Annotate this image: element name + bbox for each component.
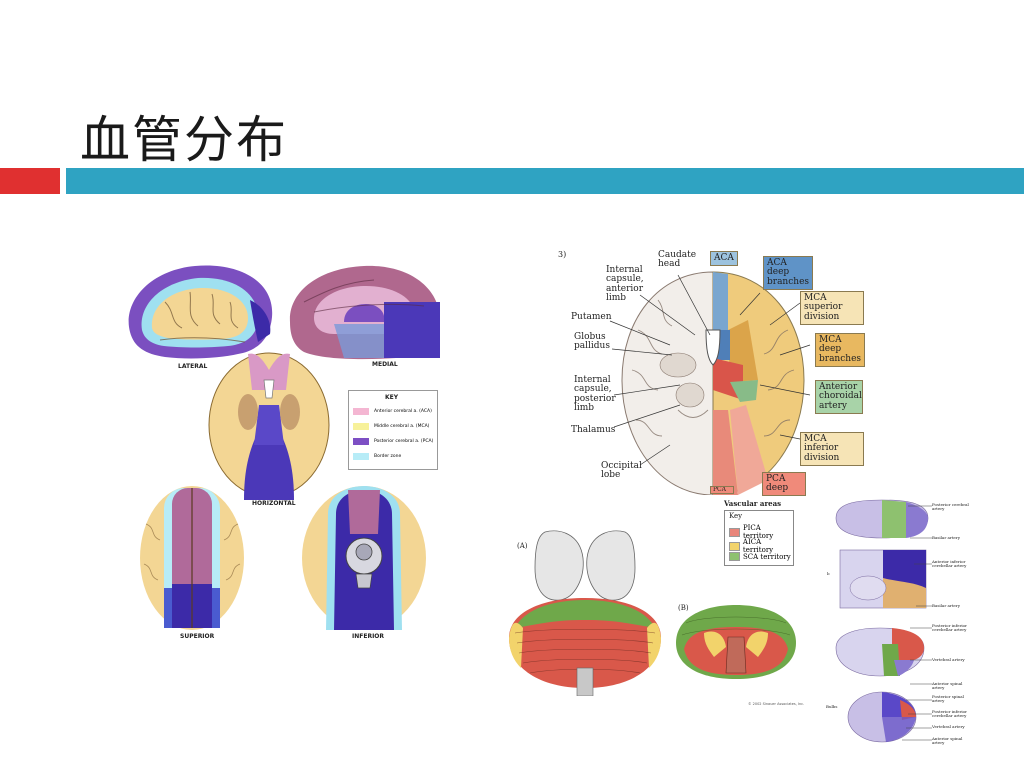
mca-swatch [353, 422, 369, 430]
tag-pca-deep: PCA deep [762, 472, 806, 496]
key-row: Border zone [353, 452, 401, 460]
label-globus-pallidus: Globus pallidus [574, 332, 610, 352]
key-row: Posterior cerebral a. (PCA) [353, 437, 433, 445]
tag-anterior-choroidal: Anterior choroidal artery [815, 380, 863, 415]
slide-title: 血管分布 [80, 111, 288, 169]
tag-aca: ACA [710, 251, 738, 267]
copyright-note: © 2002 Sinauer Associates, Inc. [748, 702, 805, 706]
pica-swatch [729, 527, 740, 537]
brainstem-section-1-illustration [835, 499, 929, 539]
vascular-key-label: PICA territory [742, 524, 774, 540]
bs-label: Anterior inferior cerebellar artery [932, 559, 967, 569]
brainstem-leader-lines [902, 505, 932, 741]
medial-view-label: MEDIAL [372, 361, 398, 368]
vascular-key-row: AICA territory [729, 538, 793, 554]
bs-label: Anterior spinal artery [932, 681, 963, 691]
horizontal-section-illustration [208, 352, 330, 500]
bs-label: Posterior spinal artery [932, 694, 964, 704]
horizontal-view-label: HORIZONTAL [252, 500, 296, 507]
bs-label: Basilar artery [932, 535, 960, 540]
bs-label: Posterior inferior cerebellar artery [932, 709, 967, 719]
tag-mca-deep: MCA deep branches [815, 333, 865, 368]
medial-brain-illustration [289, 265, 440, 360]
key-label: Anterior cerebral a. (ACA) [374, 408, 432, 414]
inferior-view-label: INFERIOR [352, 633, 385, 640]
superior-view-label: SUPERIOR [180, 633, 215, 640]
aca-swatch [353, 407, 369, 415]
panel-b-label: (B) [678, 604, 689, 612]
cerebellum-inferior-view-illustration [676, 605, 796, 679]
tag-mca-superior: MCA superior division [800, 291, 864, 326]
label-internal-capsule-anterior: Internal capsule, anterior limb [606, 265, 644, 304]
bs-label: Anterior spinal artery [932, 736, 963, 746]
label-occipital-lobe: Occipital lobe [601, 461, 642, 481]
tag-aca-deep: ACA deep branches [763, 256, 813, 291]
vascular-areas-key: Vascular areas Key PICA territory AICA t… [722, 500, 796, 566]
cerebellum-posterior-view-illustration [509, 530, 661, 696]
bs-label: Posterior cerebral artery [932, 502, 969, 512]
bs-side-mark: b [827, 571, 830, 576]
label-putamen: Putamen [571, 312, 612, 322]
brainstem-section-4-illustration [847, 691, 917, 743]
pca-swatch [353, 437, 369, 445]
title-accent-red-bar [0, 168, 60, 194]
key-label: Posterior cerebral a. (PCA) [374, 438, 434, 444]
axial-leader-lines [609, 274, 811, 466]
vascular-key-box: Key PICA territory AICA territory SCA te… [724, 510, 794, 566]
label-thalamus: Thalamus [571, 425, 616, 435]
brainstem-section-3-illustration [835, 627, 925, 677]
border-zone-swatch [353, 452, 369, 460]
key-row: Middle cerebral a. (MCA) [353, 422, 429, 430]
vascular-key-row: PICA territory [729, 524, 793, 540]
bs-label: Basilar artery [932, 603, 960, 608]
label-internal-capsule-posterior: Internal capsule, posterior limb [574, 375, 616, 414]
lateral-brain-illustration [128, 265, 273, 359]
key-heading: KEY [385, 394, 399, 401]
superior-brain-illustration [140, 486, 244, 630]
vascular-key-label: AICA territory [742, 538, 774, 554]
vascular-key-row: SCA territory [729, 552, 791, 561]
panel-a-label: (A) [517, 542, 528, 550]
territory-key: KEY Anterior cerebral a. (ACA) Middle ce… [348, 390, 438, 470]
bs-label: Vertebral artery [932, 657, 965, 662]
brainstem-section-2-illustration [839, 549, 927, 609]
lateral-view-label: LATERAL [178, 363, 208, 370]
vascular-key-label: SCA territory [743, 552, 791, 561]
key-row: Anterior cerebral a. (ACA) [353, 407, 432, 415]
tag-mca-inferior: MCA inferior division [800, 432, 864, 467]
panel-number: 3) [558, 250, 567, 259]
bs-side-mark: Bulbs [826, 704, 838, 709]
bs-label: Vertebral artery [932, 724, 965, 729]
tag-pca: PCA [710, 486, 734, 494]
bs-label: Posterior inferior cerebellar artery [932, 623, 967, 633]
key-label: Border zone [374, 453, 402, 459]
title-accent-teal-bar [66, 168, 1024, 194]
axial-brain-section-illustration [621, 271, 805, 495]
sca-swatch [729, 552, 740, 561]
key-label: Middle cerebral a. (MCA) [374, 423, 430, 429]
aica-swatch [729, 541, 740, 551]
vascular-key-sub: Key [729, 512, 743, 520]
label-caudate-head: Caudate head [658, 250, 697, 270]
inferior-brain-illustration [302, 486, 426, 630]
vascular-key-title: Vascular areas [724, 499, 782, 508]
